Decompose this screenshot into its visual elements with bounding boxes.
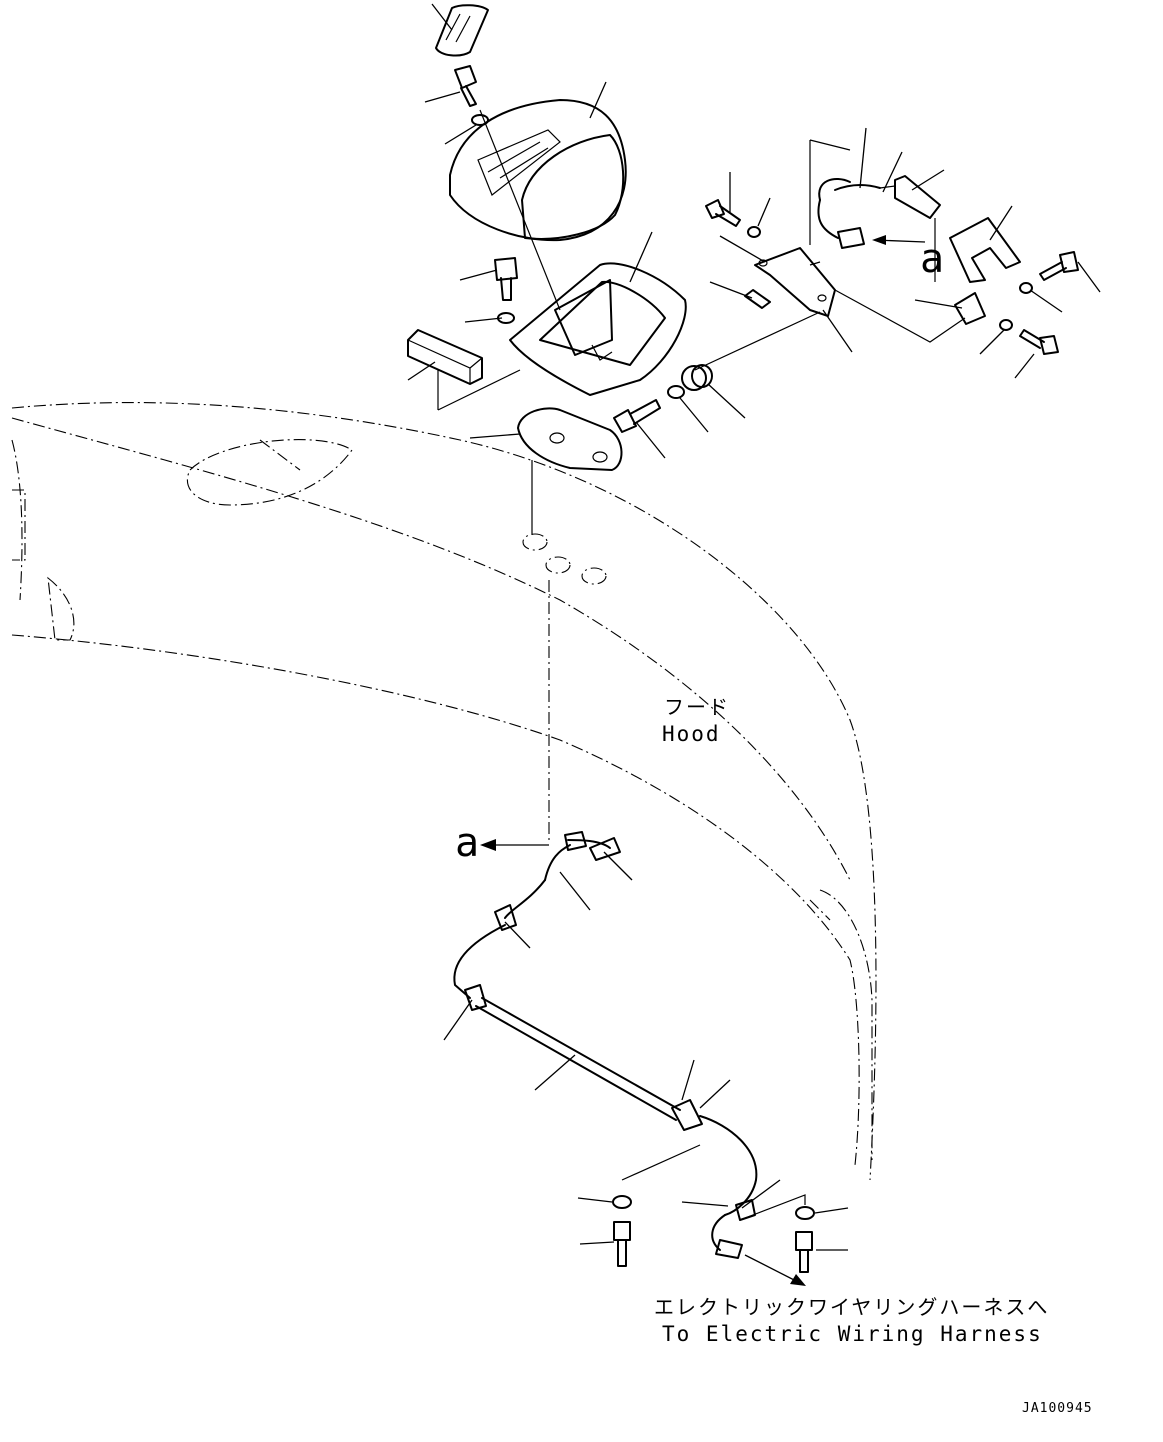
lamp-cover bbox=[449, 99, 627, 242]
small-block bbox=[744, 289, 771, 309]
bolt-bottom-right bbox=[795, 1231, 813, 1273]
bolt-middle bbox=[494, 257, 518, 301]
arrow-to-harness bbox=[744, 1254, 806, 1286]
washer-top bbox=[471, 114, 489, 126]
washer-right-2 bbox=[999, 319, 1013, 331]
sensor-switch bbox=[817, 175, 941, 249]
drawing-number: JA100945 bbox=[1022, 1401, 1093, 1416]
arrow-a-left bbox=[480, 839, 549, 851]
washer-bottom-left bbox=[612, 1195, 632, 1209]
mount-plate bbox=[517, 407, 623, 471]
lamp-base bbox=[509, 262, 687, 396]
ref-letter-top: a bbox=[920, 236, 944, 282]
assembly-lines bbox=[437, 109, 966, 535]
arrow-a-top bbox=[872, 235, 926, 245]
harness-label-jp: エレクトリックワイヤリングハーネスへ bbox=[654, 1295, 1049, 1319]
ref-letter-left: a bbox=[455, 820, 479, 866]
assembly-lines-lower bbox=[621, 1144, 806, 1221]
wiring-harness bbox=[453, 580, 758, 1259]
washer-lower bbox=[667, 385, 685, 399]
grommet bbox=[681, 364, 713, 391]
bolt-bottom-left bbox=[613, 1221, 631, 1267]
washer-right-top bbox=[747, 226, 761, 238]
gasket-block bbox=[407, 329, 483, 385]
bolt-lower bbox=[613, 399, 661, 433]
bolt-top bbox=[454, 65, 477, 107]
cover-bracket bbox=[949, 217, 1021, 283]
sensor-bracket bbox=[754, 247, 836, 317]
washer-right-1 bbox=[1019, 282, 1033, 294]
bolt-right-1 bbox=[1039, 251, 1079, 281]
hood-label-en: Hood bbox=[662, 722, 721, 746]
hood-label-jp: フード bbox=[664, 695, 730, 719]
hood-outline bbox=[11, 401, 877, 1181]
lamp-lens bbox=[435, 4, 489, 57]
bolt-right-top bbox=[705, 199, 741, 227]
small-bracket bbox=[954, 292, 986, 325]
leader-lines bbox=[407, 3, 1101, 1251]
washer-bottom-right bbox=[795, 1206, 815, 1220]
bolt-right-2 bbox=[1019, 329, 1059, 355]
harness-label-en: To Electric Wiring Harness bbox=[662, 1322, 1043, 1346]
